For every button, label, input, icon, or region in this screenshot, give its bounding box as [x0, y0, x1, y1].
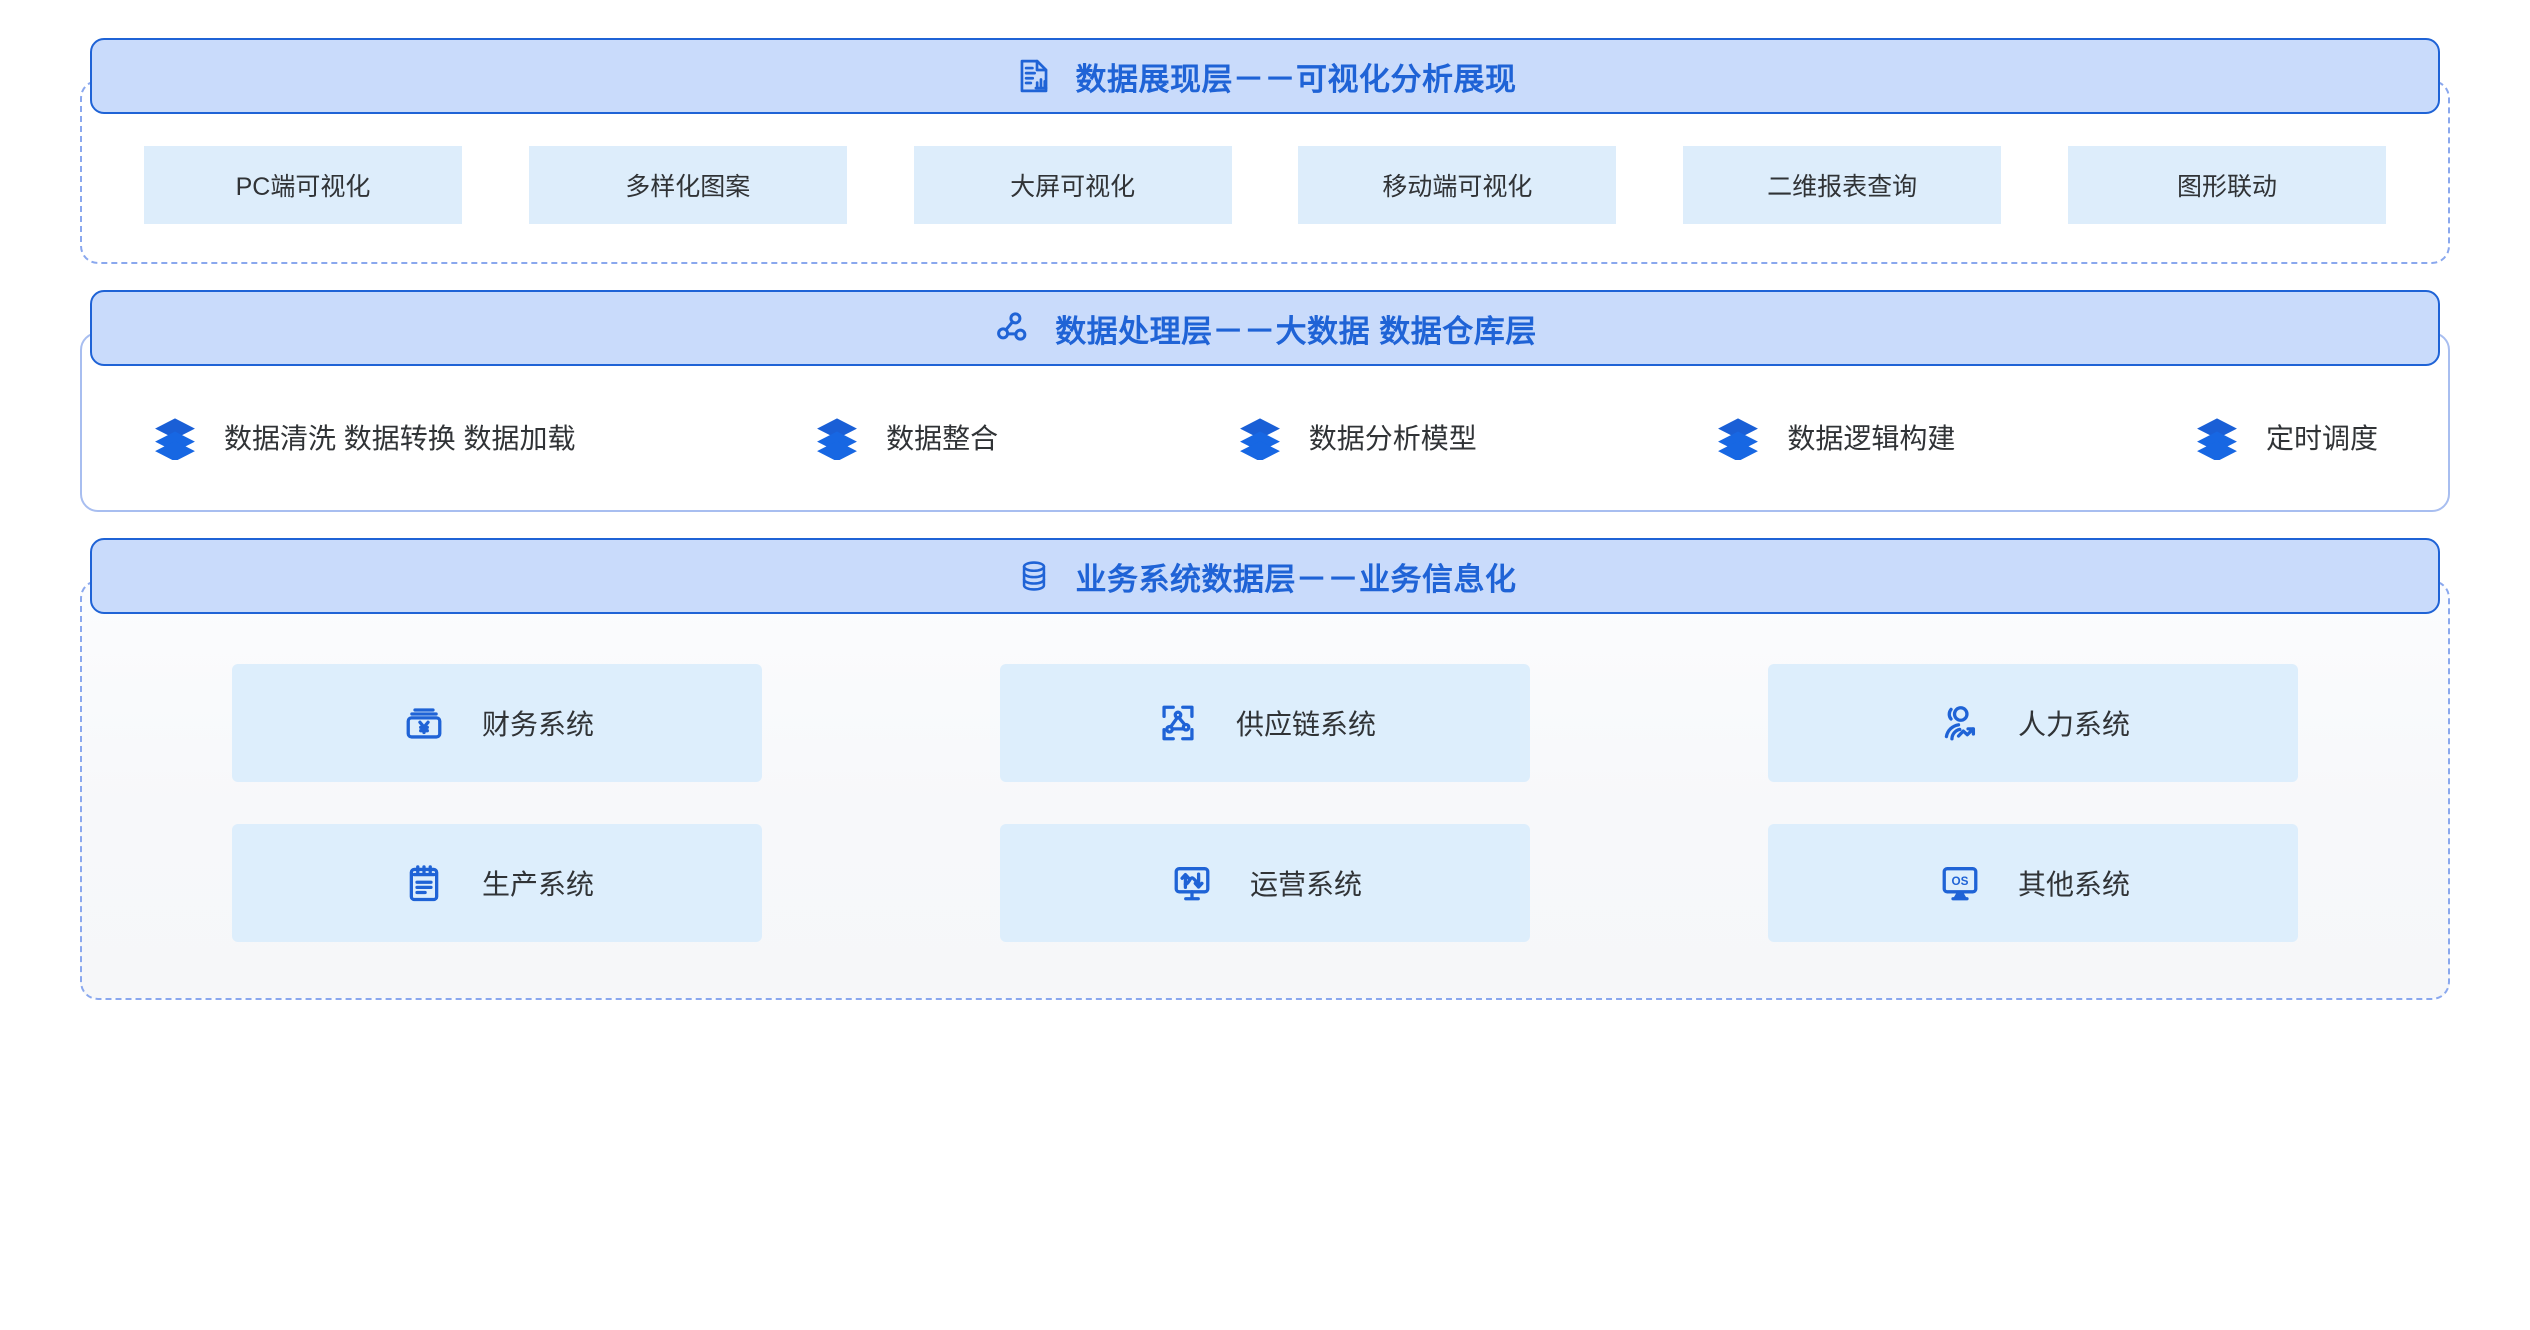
layers-icon — [152, 414, 198, 462]
business-systems-row-2: 生产系统 运营系统 — [232, 824, 2298, 942]
layer-processing-title: 数据处理层－－大数据 数据仓库层 — [1055, 313, 1537, 349]
system-card-finance[interactable]: 财务系统 — [232, 664, 762, 782]
system-card-label: 财务系统 — [481, 709, 594, 740]
system-card-operations[interactable]: 运营系统 — [1000, 824, 1530, 942]
supply-chain-node-icon — [1154, 699, 1202, 747]
process-item-label: 定时调度 — [2265, 423, 2378, 454]
chip-large-screen-visualization[interactable]: 大屏可视化 — [913, 146, 1232, 224]
layers-icon — [814, 414, 860, 462]
monitor-trend-icon — [1168, 859, 1216, 907]
system-card-label: 人力系统 — [2017, 709, 2130, 740]
system-card-label: 运营系统 — [1249, 869, 1362, 900]
system-card-hr[interactable]: 人力系统 — [1768, 664, 2298, 782]
process-item-data-cleaning[interactable]: 数据清洗 数据转换 数据加载 — [152, 414, 576, 462]
chip-two-dimensional-report-query[interactable]: 二维报表查询 — [1683, 146, 2002, 224]
system-card-supply-chain[interactable]: 供应链系统 — [1000, 664, 1530, 782]
layer-presentation: 数据展现层－－可视化分析展现 PC端可视化 多样化图案 大屏可视化 移动端可视化… — [80, 38, 2450, 264]
process-item-data-integration[interactable]: 数据整合 — [814, 414, 999, 462]
database-icon — [1014, 556, 1054, 596]
layer-presentation-header: 数据展现层－－可视化分析展现 — [90, 38, 2440, 114]
layers-icon — [1715, 414, 1761, 462]
process-item-logic-build[interactable]: 数据逻辑构建 — [1715, 414, 1956, 462]
system-card-production[interactable]: 生产系统 — [232, 824, 762, 942]
clipboard-icon — [400, 859, 448, 907]
people-trend-icon — [1936, 699, 1984, 747]
chip-mobile-visualization[interactable]: 移动端可视化 — [1298, 146, 1617, 224]
process-item-label: 数据整合 — [886, 423, 999, 454]
processing-item-row: 数据清洗 数据转换 数据加载 数据整合 — [82, 368, 2448, 510]
process-item-analysis-model[interactable]: 数据分析模型 — [1237, 414, 1477, 462]
chip-pc-visualization[interactable]: PC端可视化 — [144, 146, 462, 224]
monitor-os-icon: OS — [1936, 859, 1984, 907]
report-chart-icon — [1014, 56, 1054, 96]
business-systems-row-1: 财务系统 供应 — [232, 664, 2298, 782]
chip-chart-linkage[interactable]: 图形联动 — [2067, 146, 2386, 224]
business-systems-grid: 财务系统 供应 — [82, 616, 2448, 998]
process-item-label: 数据分析模型 — [1308, 423, 1477, 454]
layers-icon — [1237, 414, 1283, 462]
money-box-icon — [400, 699, 448, 747]
layer-business-body: 财务系统 供应 — [80, 580, 2450, 1000]
node-share-icon — [993, 308, 1033, 348]
layer-business-header: 业务系统数据层－－业务信息化 — [90, 538, 2440, 614]
layer-processing: 数据处理层－－大数据 数据仓库层 数据清洗 数据转换 数据加载 — [80, 290, 2450, 512]
layer-processing-header: 数据处理层－－大数据 数据仓库层 — [90, 290, 2440, 366]
layer-business-title: 业务系统数据层－－业务信息化 — [1075, 561, 1517, 597]
layers-icon — [2194, 414, 2240, 462]
chip-diverse-charts[interactable]: 多样化图案 — [528, 146, 847, 224]
system-card-other[interactable]: OS 其他系统 — [1768, 824, 2298, 942]
process-item-label: 数据逻辑构建 — [1787, 423, 1956, 454]
system-card-label: 生产系统 — [481, 869, 594, 900]
process-item-label: 数据清洗 数据转换 数据加载 — [224, 423, 576, 454]
layer-presentation-title: 数据展现层－－可视化分析展现 — [1075, 61, 1517, 97]
system-card-label: 供应链系统 — [1235, 709, 1376, 740]
layer-business: 业务系统数据层－－业务信息化 财务系统 — [80, 538, 2450, 1000]
system-card-label: 其他系统 — [2017, 869, 2130, 900]
svg-text:OS: OS — [1952, 875, 1969, 888]
process-item-scheduling[interactable]: 定时调度 — [2194, 414, 2378, 462]
visualization-chip-row: PC端可视化 多样化图案 大屏可视化 移动端可视化 二维报表查询 图形联动 — [82, 116, 2448, 262]
